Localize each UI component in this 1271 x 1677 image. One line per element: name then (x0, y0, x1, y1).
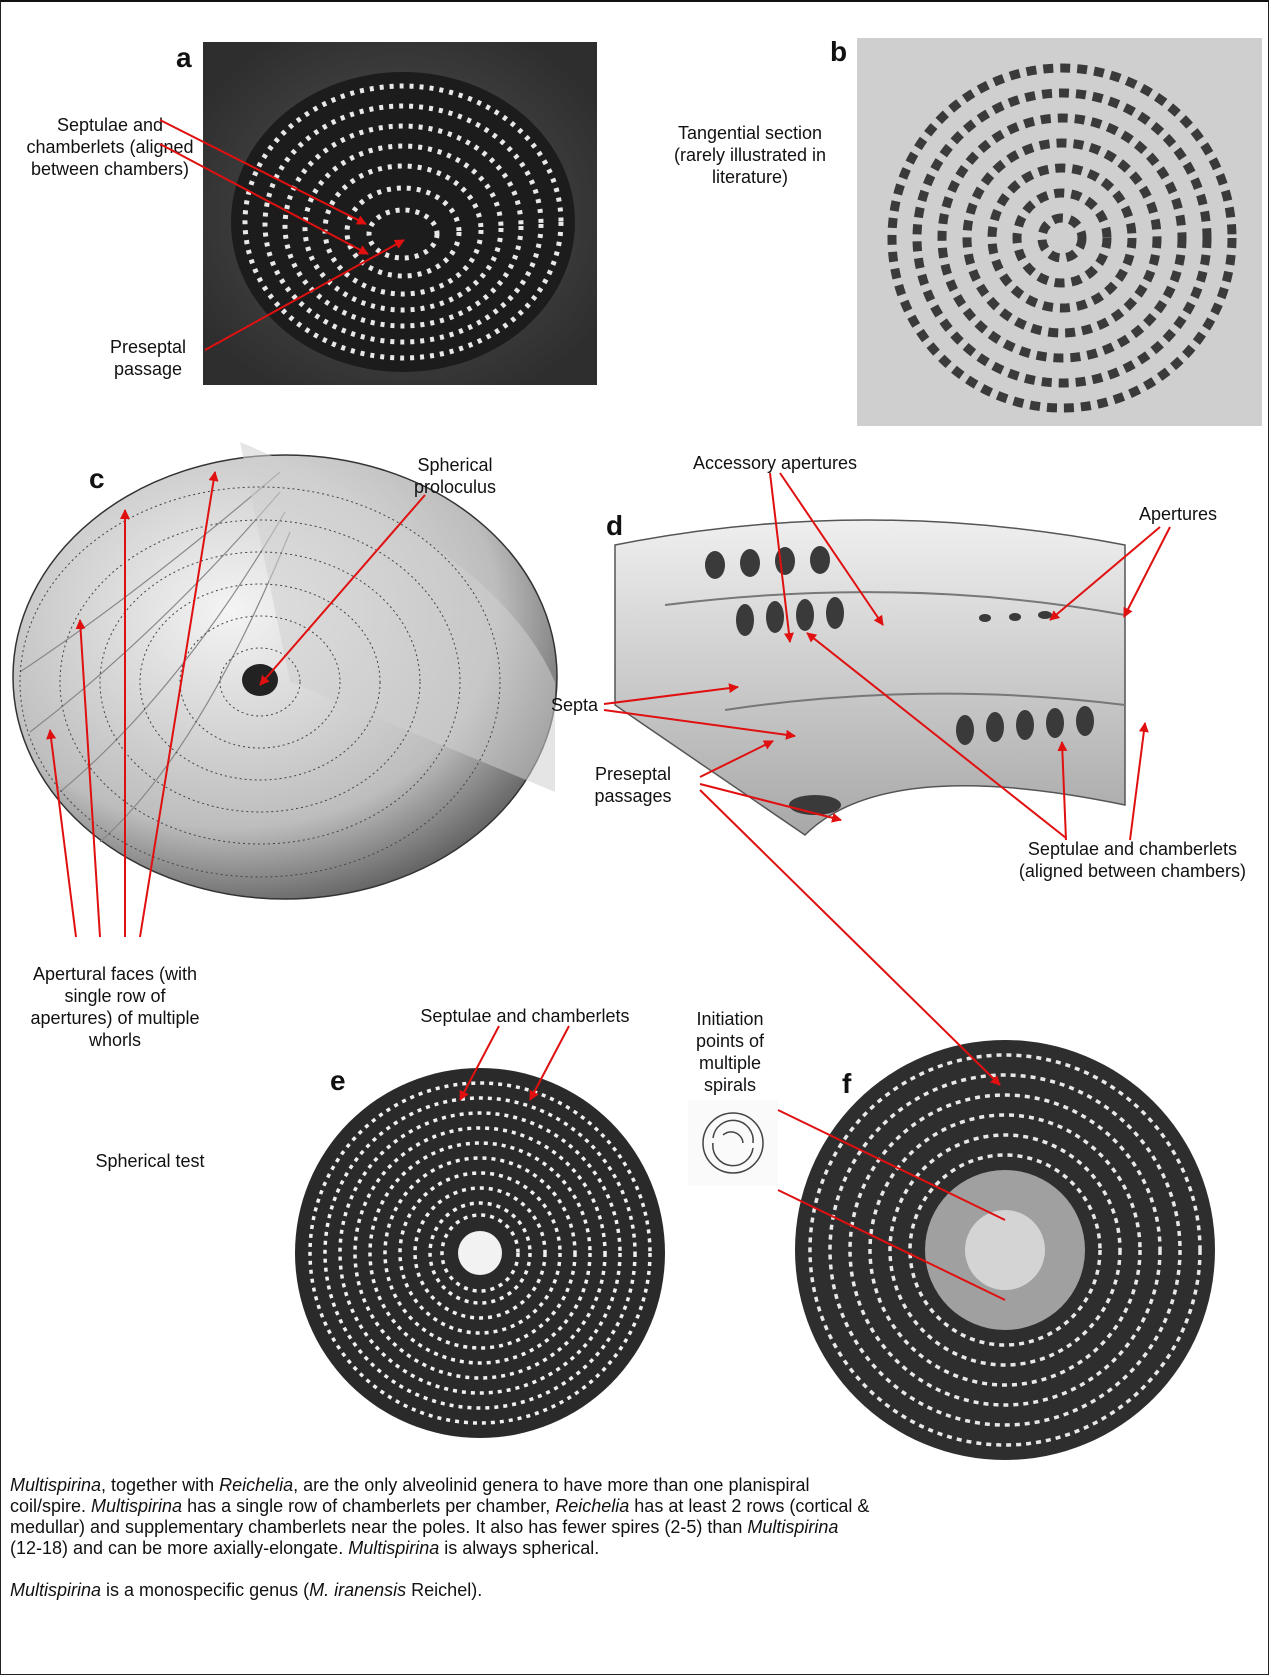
caption-text: has a single row of chamberlets per cham… (182, 1496, 555, 1516)
caption-genus: Reichelia (555, 1496, 629, 1516)
caption-genus: Multispirina (348, 1538, 439, 1558)
caption-genus: Multispirina (10, 1580, 101, 1600)
caption-paragraph-2: Multispirina is a monospecific genus (M.… (10, 1580, 870, 1601)
caption-text: (12-18) and can be more axially-elongate… (10, 1538, 348, 1558)
caption-text: , together with (101, 1475, 219, 1495)
caption-species: M. iranensis (309, 1580, 406, 1600)
figure-caption: Multispirina, together with Reichelia, a… (10, 1475, 870, 1622)
caption-text: is a monospecific genus ( (101, 1580, 309, 1600)
caption-genus: Multispirina (10, 1475, 101, 1495)
caption-paragraph-1: Multispirina, together with Reichelia, a… (10, 1475, 870, 1559)
caption-text: is always spherical. (439, 1538, 599, 1558)
caption-genus: Multispirina (91, 1496, 182, 1516)
caption-text: Reichel). (406, 1580, 482, 1600)
caption-genus: Multispirina (747, 1517, 838, 1537)
caption-genus: Reichelia (219, 1475, 293, 1495)
